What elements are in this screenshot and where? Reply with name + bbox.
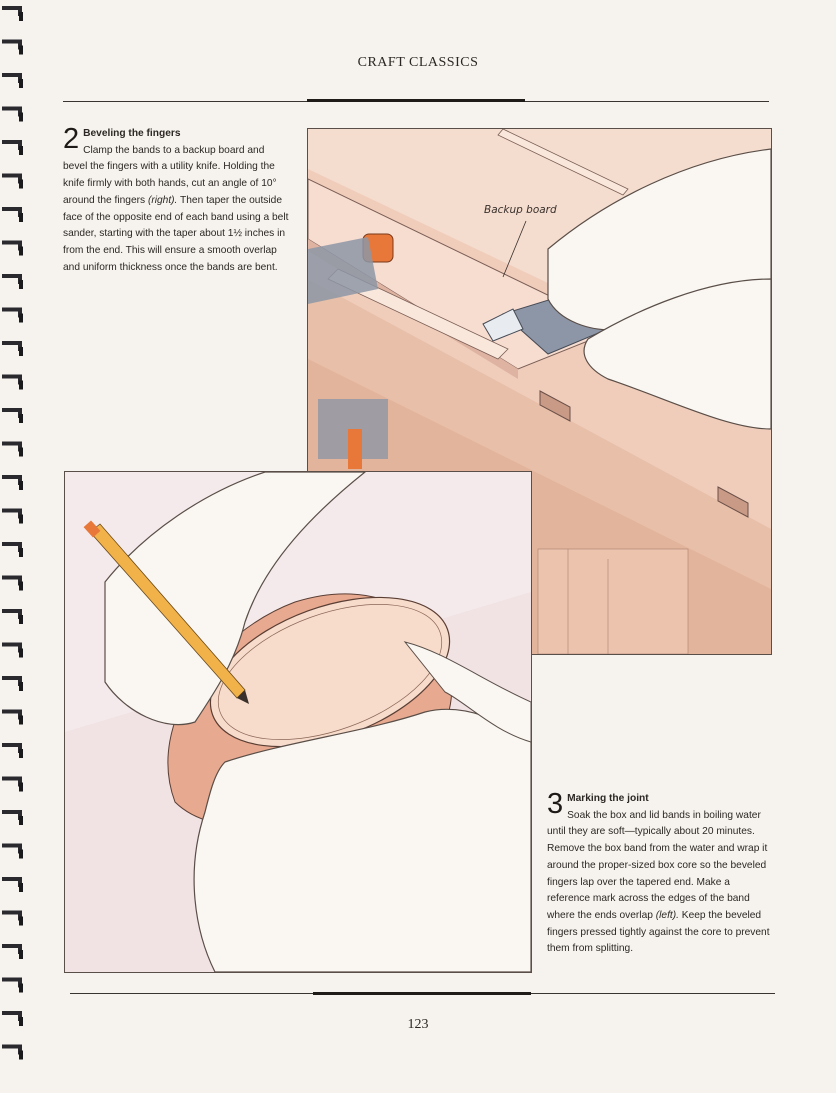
spiral-hole bbox=[19, 715, 23, 725]
spiral-ring bbox=[2, 910, 22, 921]
footer-rule-accent bbox=[313, 992, 531, 995]
marking-joint-illustration bbox=[64, 471, 532, 973]
spiral-hole bbox=[19, 112, 23, 122]
spiral-ring bbox=[2, 441, 22, 452]
spiral-ring bbox=[2, 73, 22, 83]
spiral-ring bbox=[2, 240, 22, 251]
step-2-figure-ref: (right). bbox=[147, 194, 178, 206]
spiral-ring bbox=[2, 39, 22, 50]
spiral-ring bbox=[2, 944, 22, 954]
step-3-text-b: Keep the beveled fingers pressed tightly… bbox=[547, 909, 770, 955]
step-2: 2 Beveling the fingers Clamp the bands t… bbox=[63, 123, 291, 276]
spiral-ring bbox=[2, 173, 22, 184]
spiral-ring bbox=[2, 977, 22, 988]
spiral-ring bbox=[2, 341, 22, 351]
spiral-hole bbox=[19, 179, 23, 189]
step-2-title: Beveling the fingers bbox=[83, 128, 181, 139]
spiral-hole bbox=[19, 548, 23, 557]
spiral-hole bbox=[19, 280, 23, 289]
spiral-ring bbox=[2, 374, 22, 385]
spiral-ring bbox=[2, 877, 22, 887]
spiral-ring bbox=[2, 776, 22, 787]
spiral-hole bbox=[19, 950, 23, 959]
spiral-hole bbox=[19, 12, 23, 21]
spiral-ring bbox=[2, 307, 22, 318]
step-2-text-a: Clamp the bands to a backup board and be… bbox=[63, 144, 277, 206]
spiral-hole bbox=[19, 213, 23, 222]
spiral-ring bbox=[2, 810, 22, 820]
spiral-ring bbox=[2, 106, 22, 117]
step-3-text-a: Soak the box and lid bands in boiling wa… bbox=[547, 809, 768, 921]
spiral-ring bbox=[2, 508, 22, 519]
spiral-hole bbox=[19, 447, 23, 457]
spiral-hole bbox=[19, 79, 23, 88]
spiral-ring bbox=[2, 743, 22, 753]
spiral-ring bbox=[2, 207, 22, 217]
step-2-number: 2 bbox=[63, 123, 80, 155]
spiral-ring bbox=[2, 1044, 22, 1055]
spiral-hole bbox=[19, 983, 23, 993]
spiral-hole bbox=[19, 648, 23, 658]
spiral-hole bbox=[19, 782, 23, 792]
spiral-hole bbox=[19, 313, 23, 323]
spiral-hole bbox=[19, 347, 23, 356]
running-header: CRAFT CLASSICS bbox=[357, 55, 479, 70]
spiral-hole bbox=[19, 45, 23, 55]
spiral-ring bbox=[2, 542, 22, 552]
step-3: 3 Marking the joint Soak the box and lid… bbox=[547, 788, 773, 958]
spiral-hole bbox=[19, 883, 23, 892]
spiral-hole bbox=[19, 916, 23, 926]
beveling-illustration bbox=[307, 128, 772, 655]
spiral-hole bbox=[19, 1017, 23, 1026]
spiral-hole bbox=[19, 849, 23, 859]
spiral-hole bbox=[19, 514, 23, 524]
page-number: 123 bbox=[407, 1017, 429, 1032]
spiral-ring bbox=[2, 843, 22, 854]
step-3-title: Marking the joint bbox=[567, 793, 649, 804]
spiral-hole bbox=[19, 615, 23, 624]
spiral-ring bbox=[2, 709, 22, 720]
spiral-ring bbox=[2, 408, 22, 418]
spiral-hole bbox=[19, 246, 23, 256]
spiral-hole bbox=[19, 682, 23, 691]
spiral-hole bbox=[19, 481, 23, 490]
header-rule-accent bbox=[307, 99, 525, 102]
step-3-figure-ref: (left). bbox=[655, 909, 679, 921]
spiral-ring bbox=[2, 140, 22, 150]
spiral-hole bbox=[19, 414, 23, 423]
spiral-hole bbox=[19, 749, 23, 758]
step-2-text-b: Then taper the outside face of the oppos… bbox=[63, 194, 289, 273]
spiral-hole bbox=[19, 146, 23, 155]
spiral-ring bbox=[2, 6, 22, 16]
spiral-ring bbox=[2, 274, 22, 284]
spiral-hole bbox=[19, 380, 23, 390]
spiral-hole bbox=[19, 816, 23, 825]
spiral-ring bbox=[2, 676, 22, 686]
spiral-ring bbox=[2, 575, 22, 586]
spiral-binding bbox=[0, 0, 40, 1088]
backup-board-callout: Backup board bbox=[484, 204, 557, 216]
spiral-hole bbox=[19, 581, 23, 591]
spiral-ring bbox=[2, 609, 22, 619]
spiral-ring bbox=[2, 475, 22, 485]
step-3-number: 3 bbox=[547, 788, 564, 820]
spiral-ring bbox=[2, 642, 22, 653]
spiral-hole bbox=[19, 1050, 23, 1060]
